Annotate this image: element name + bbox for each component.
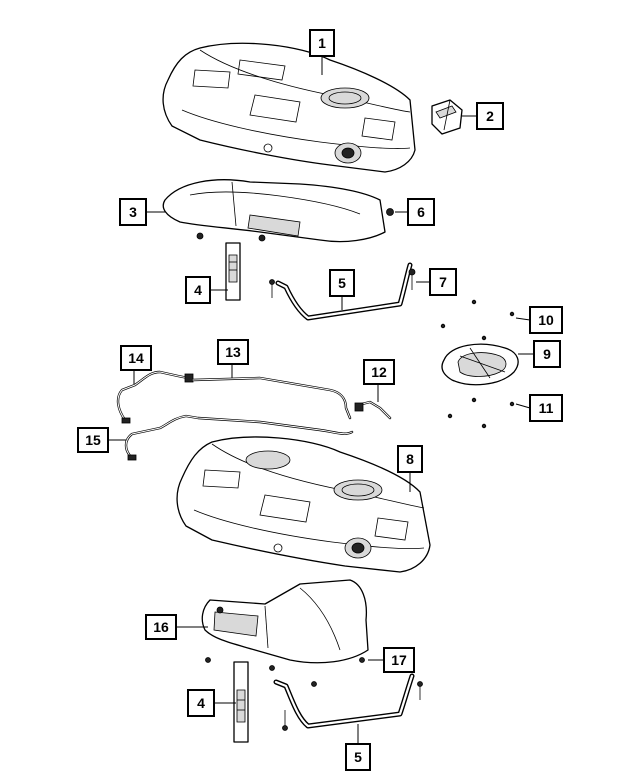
callout-5-lower-label: 5 xyxy=(354,749,362,765)
callout-4-upper[interactable]: 4 xyxy=(185,276,211,304)
callout-12[interactable]: 12 xyxy=(363,359,395,385)
heat-shield-lower-illustration xyxy=(201,579,369,687)
strap-support-upper-illustration xyxy=(225,242,241,301)
callout-7[interactable]: 7 xyxy=(429,268,457,296)
fuel-tank-upper-illustration xyxy=(162,42,416,173)
callout-9[interactable]: 9 xyxy=(533,340,561,368)
callout-13[interactable]: 13 xyxy=(217,339,249,365)
callout-16-label: 16 xyxy=(153,619,169,635)
callout-4-lower-label: 4 xyxy=(197,695,205,711)
leader-lines xyxy=(108,56,534,744)
screws-illustration xyxy=(440,299,515,429)
callout-14[interactable]: 14 xyxy=(120,345,152,371)
tube-line-15-illustration xyxy=(124,414,354,461)
callout-2-label: 2 xyxy=(486,108,494,124)
callout-14-label: 14 xyxy=(128,350,144,366)
callout-17-label: 17 xyxy=(391,652,407,668)
bracket-illustration xyxy=(431,99,463,135)
callout-13-label: 13 xyxy=(225,344,241,360)
callout-17[interactable]: 17 xyxy=(383,647,415,673)
tube-line-13-illustration xyxy=(191,376,352,420)
callout-4-lower[interactable]: 4 xyxy=(187,689,215,717)
heat-shield-upper-illustration xyxy=(162,179,386,243)
callout-6[interactable]: 6 xyxy=(407,198,435,226)
tube-line-14-illustration xyxy=(116,370,194,424)
callout-2[interactable]: 2 xyxy=(476,102,504,130)
callout-5-lower[interactable]: 5 xyxy=(345,743,371,771)
lock-ring-illustration xyxy=(441,343,519,386)
nut-illustration xyxy=(386,208,394,216)
callout-8[interactable]: 8 xyxy=(397,445,423,473)
callout-8-label: 8 xyxy=(406,451,414,467)
callout-5-upper-label: 5 xyxy=(338,275,346,291)
fuel-tank-lower-illustration xyxy=(176,436,431,573)
callout-12-label: 12 xyxy=(371,364,387,380)
callout-4-upper-label: 4 xyxy=(194,282,202,298)
callout-10[interactable]: 10 xyxy=(529,306,563,334)
callout-5-upper[interactable]: 5 xyxy=(329,269,355,297)
tank-strap-lower-illustration xyxy=(273,673,423,731)
callout-9-label: 9 xyxy=(543,346,551,362)
callout-10-label: 10 xyxy=(538,312,554,328)
callout-11[interactable]: 11 xyxy=(529,394,563,422)
callout-15-label: 15 xyxy=(85,432,101,448)
callout-1[interactable]: 1 xyxy=(309,29,335,57)
strap-support-lower-illustration xyxy=(233,661,249,743)
tube-line-12-illustration xyxy=(354,400,392,420)
tank-strap-upper-illustration xyxy=(269,262,413,321)
callout-3[interactable]: 3 xyxy=(119,198,147,226)
callout-7-label: 7 xyxy=(439,274,447,290)
callout-15[interactable]: 15 xyxy=(77,427,109,453)
callout-11-label: 11 xyxy=(539,400,554,416)
callout-6-label: 6 xyxy=(417,204,425,220)
callout-1-label: 1 xyxy=(318,35,326,51)
callout-3-label: 3 xyxy=(129,204,137,220)
bolt-illustration xyxy=(408,268,416,290)
callout-16[interactable]: 16 xyxy=(145,614,177,640)
